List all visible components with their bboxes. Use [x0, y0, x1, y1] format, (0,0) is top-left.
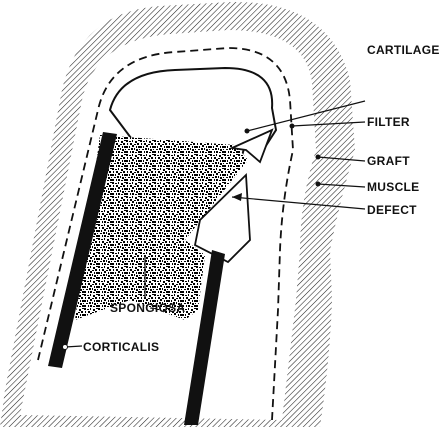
filter-label: FILTER — [367, 115, 410, 129]
corticalis-pointer-dot — [63, 345, 68, 350]
graft-pointer-dot — [316, 155, 321, 160]
muscle-label: MUSCLE — [367, 180, 419, 194]
muscle-pointer-dot — [316, 182, 321, 187]
corticalis-label: CORTICALIS — [83, 340, 159, 354]
defect-label: DEFECT — [367, 203, 417, 217]
cartilage-pointer-dot — [245, 129, 250, 134]
spongiosa-label: SPONGIOSA — [110, 301, 185, 315]
cartilage-label: CARTILAGE — [367, 43, 440, 57]
graft-label: GRAFT — [367, 154, 410, 168]
filter-pointer-dot — [290, 124, 295, 129]
